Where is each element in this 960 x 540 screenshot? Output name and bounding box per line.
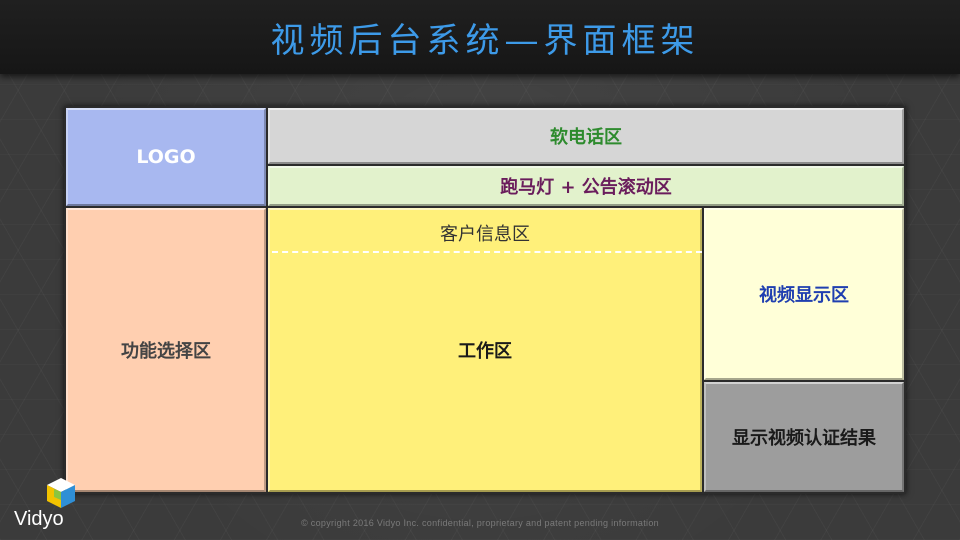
vidyo-cube-icon: [47, 478, 75, 508]
title-bar: 视频后台系统—界面框架: [0, 0, 960, 74]
logo-region: LOGO: [66, 108, 266, 206]
vidyo-logo: Vidyo: [14, 476, 84, 536]
softphone-region: 软电话区: [268, 108, 904, 164]
video-display-region: 视频显示区: [704, 208, 904, 380]
video-auth-result-label: 显示视频认证结果: [732, 428, 876, 449]
marquee-label: 跑马灯 + 公告滚动区: [500, 177, 672, 198]
video-display-label: 视频显示区: [759, 285, 849, 306]
function-select-label: 功能选择区: [121, 341, 211, 362]
copyright-text: © copyright 2016 Vidyo Inc. confidential…: [301, 518, 659, 528]
function-select-region: 功能选择区: [66, 208, 266, 492]
logo-label: LOGO: [136, 146, 196, 168]
client-info-divider: [272, 251, 702, 253]
softphone-label: 软电话区: [550, 127, 622, 148]
video-auth-result-region: 显示视频认证结果: [704, 382, 904, 492]
workspace-label: 工作区: [458, 341, 512, 362]
page-title: 视频后台系统—界面框架: [270, 20, 700, 61]
workspace-region: 工作区: [268, 208, 702, 492]
vidyo-wordmark: Vidyo: [14, 508, 64, 530]
marquee-region: 跑马灯 + 公告滚动区: [268, 166, 904, 206]
client-info-label: 客户信息区: [440, 224, 530, 245]
